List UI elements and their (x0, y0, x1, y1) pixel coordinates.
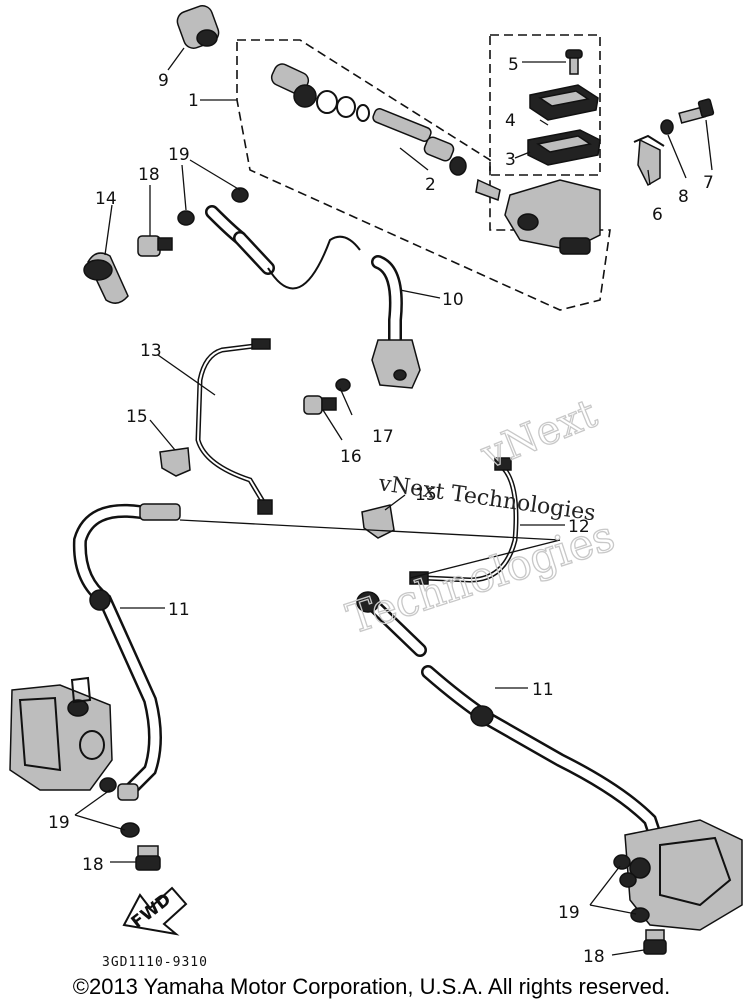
callout-14: 14 (95, 189, 117, 209)
assembly-3-4-outline (489, 34, 601, 176)
part-2-piston (372, 108, 467, 176)
part-15-clamp-center (361, 504, 395, 539)
diagram-code: 3GD1110-9310 (102, 955, 208, 970)
part-11-brake-hose-left (72, 503, 181, 801)
part-13-brake-pipe (195, 338, 273, 515)
part-7-bolt (678, 98, 715, 124)
part-15-clamp-left (159, 447, 191, 477)
part-10-brake-hose (205, 205, 403, 357)
callout-15-left: 15 (126, 407, 148, 427)
assembly-1-outline (236, 39, 611, 311)
right-brake-caliper (624, 819, 743, 931)
callout-6: 6 (652, 205, 663, 225)
part-19-washers-left (99, 777, 140, 838)
part-6-clamp (633, 134, 665, 187)
part-19-washers-upper (177, 187, 249, 226)
callout-8: 8 (678, 187, 689, 207)
part-18-union-bolt-right (643, 929, 667, 955)
callout-17: 17 (372, 427, 394, 447)
fwd-arrow: FWD (122, 886, 188, 936)
callout-5: 5 (508, 55, 519, 75)
callout-19-right: 19 (558, 903, 580, 923)
brake-joint-block (371, 339, 421, 389)
callout-11-right: 11 (532, 680, 554, 700)
part-4-cover (529, 84, 599, 121)
master-cylinder-body (475, 178, 601, 255)
callout-1: 1 (188, 91, 199, 111)
callout-4: 4 (505, 111, 516, 131)
callout-18-left: 18 (82, 855, 104, 875)
callout-15-center: 15 (415, 485, 437, 505)
part-9-cap (176, 5, 220, 49)
callout-19-left: 19 (48, 813, 70, 833)
part-19-washers-right (613, 854, 650, 923)
callout-12: 12 (568, 517, 590, 537)
watermark-line1: vNext (474, 391, 603, 479)
part-18-union-bolt-left (135, 845, 161, 871)
callout-18-upper: 18 (138, 165, 160, 185)
part-14-boot (83, 252, 129, 304)
copyright-notice: ©2013 Yamaha Motor Corporation, U.S.A. A… (72, 974, 671, 999)
callout-9: 9 (158, 71, 169, 91)
callout-16: 16 (340, 447, 362, 467)
callout-2: 2 (425, 175, 436, 195)
part-5-screw (565, 49, 583, 75)
watermark-line2: vNext Technologies (376, 471, 597, 526)
part-8-washer (660, 119, 674, 135)
part-18-union-bolt-upper (137, 235, 173, 257)
part-16-bolt (303, 395, 337, 415)
callout-7: 7 (703, 173, 714, 193)
callout-19-upper: 19 (168, 145, 190, 165)
callout-10: 10 (442, 290, 464, 310)
part-11-brake-hose-right (356, 591, 667, 857)
callout-18-right: 18 (583, 947, 605, 967)
leader-lines (74, 47, 713, 956)
callout-3: 3 (505, 150, 516, 170)
part-3-diaphragm (527, 129, 601, 166)
callout-13: 13 (140, 341, 162, 361)
callout-11-left: 11 (168, 600, 190, 620)
part-17-washer (335, 378, 351, 392)
part-1-piston-kit (270, 63, 370, 122)
left-brake-caliper (9, 676, 113, 791)
